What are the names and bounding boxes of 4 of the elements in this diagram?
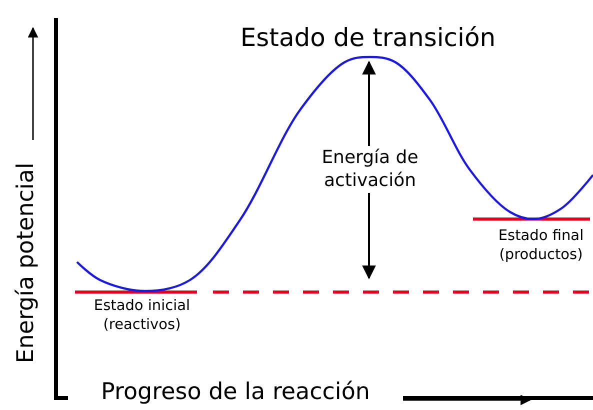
y-axis-label: Energía potencial xyxy=(12,162,40,366)
peak-label: Estado de transición xyxy=(239,22,497,54)
final-state-label: Estado final (productos) xyxy=(497,227,585,265)
initial-state-label: Estado inicial (reactivos) xyxy=(92,297,192,335)
